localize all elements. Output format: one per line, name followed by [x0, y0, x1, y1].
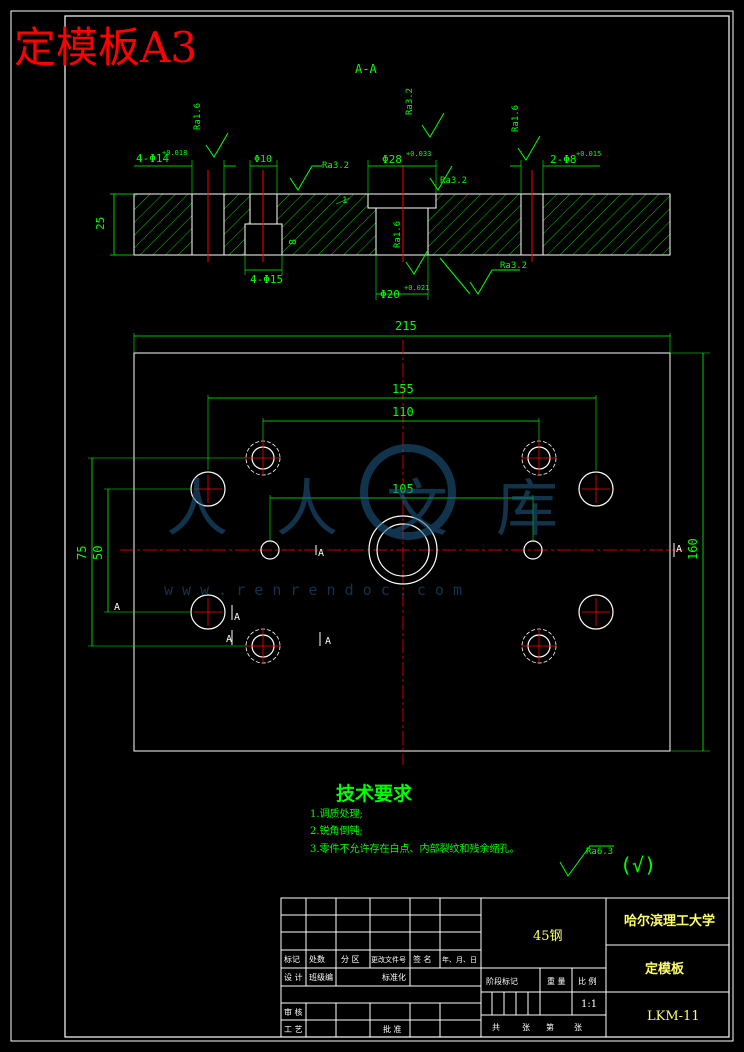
requirement-item-1: 1.调质处理; — [310, 808, 363, 820]
requirement-item-2: 2.锐角倒钝; — [310, 824, 363, 837]
technical-requirements: 技术要求 1.调质处理; 2.锐角倒钝; 3.零件不允许存在白点、内部裂纹和残余… — [310, 782, 656, 877]
pin-hole-right — [523, 540, 543, 560]
dim-75: 75 — [75, 546, 89, 560]
center-bore-cut — [376, 208, 428, 255]
watermark: 人人文库 w w w . r e n r e n d o c . c o m — [164, 444, 606, 599]
header-mark: 标记 — [284, 954, 300, 964]
requirements-heading: 技术要求 — [336, 782, 413, 805]
section-mark-a2: A — [676, 544, 682, 555]
header-process: 工 艺 — [284, 1025, 303, 1034]
title-block-text: 45钢 哈尔滨理工大学 定模板 LKM-11 1:1 标记 处数 分 区 更改文… — [284, 913, 715, 1034]
dim-width: 215 — [395, 319, 417, 333]
dim-small-bore: Φ10 — [254, 154, 272, 165]
header-check: 审 核 — [284, 1007, 303, 1017]
ra-paren: (√) — [620, 853, 656, 877]
dim-center-bottom-tol: +0.021 — [404, 284, 429, 292]
header-zone: 分 区 — [341, 955, 360, 964]
dim-center-top-tol: +0.033 — [406, 150, 431, 158]
title-block — [280, 897, 730, 1038]
center-bore-outer — [368, 515, 438, 585]
header-weight: 重 量 — [547, 976, 566, 986]
sheet-title: 定模板A3 — [14, 23, 197, 72]
dim-left-holes: 4-Φ14 — [136, 152, 169, 165]
roughness-symbols — [205, 112, 541, 295]
ra-top-left: Ra1.6 — [193, 103, 203, 130]
general-roughness-symbol — [559, 845, 614, 877]
header-sign: 签 名 — [413, 954, 432, 964]
dim-right-holes-tol: +0.015 — [576, 150, 601, 158]
scale-value: 1:1 — [581, 999, 597, 1010]
section-mark-a6: A — [325, 636, 331, 647]
header-approve: 批 准 — [383, 1024, 402, 1034]
dim-center-top: Φ28 — [382, 153, 402, 166]
section-mark-a4: A — [234, 612, 240, 623]
watermark-logo — [360, 444, 456, 540]
dim-105: 105 — [392, 482, 414, 496]
footer-no: 第 — [546, 1022, 554, 1032]
center-top-cut — [368, 194, 436, 208]
footer-sheet2: 张 — [574, 1023, 582, 1032]
header-date: 年、月、日 — [442, 955, 477, 964]
header-change: 更改文件号 — [371, 955, 406, 964]
part-name: 定模板 — [644, 961, 685, 977]
dim-chamfer: 1 — [342, 196, 347, 206]
outer-border — [10, 10, 734, 1042]
dim-counterbore: 4-Φ15 — [250, 273, 283, 286]
material: 45钢 — [533, 929, 563, 944]
header-design: 设 计 — [284, 972, 303, 982]
section-marks — [231, 543, 675, 646]
ra-bottom: Ra3.2 — [500, 261, 527, 271]
header-standard: 标准化 — [382, 972, 406, 982]
drawing-number: LKM-11 — [647, 1009, 700, 1024]
section-label: A-A — [355, 62, 377, 76]
dim-thickness: 25 — [94, 217, 107, 230]
ra-mid-right: Ra3.2 — [440, 176, 467, 186]
dim-left-holes-tol: +0.018 — [162, 149, 187, 157]
section-mark-a5: A — [226, 634, 232, 645]
guide-hole-marks — [194, 475, 610, 626]
ra-general: Ra6.3 — [586, 847, 613, 857]
dim-height: 160 — [686, 538, 700, 560]
section-view: 25 4-Φ14 +0.018 Φ10 Φ28 +0.033 2-Φ8 +0.0… — [94, 88, 671, 301]
requirement-item-3: 3.零件不允许存在白点、内部裂纹和残余缩孔。 — [310, 842, 520, 855]
dim-counterbore-depth: 8 — [288, 239, 299, 245]
ra-top-middle: Ra3.2 — [405, 88, 415, 115]
plan-view: 215 160 155 110 105 75 50 — [75, 319, 710, 765]
dim-110: 110 — [392, 405, 414, 419]
ra-bore: Ra1.6 — [393, 221, 403, 248]
ra-top-right: Ra1.6 — [511, 105, 521, 132]
screw-hole-marks — [246, 441, 556, 663]
header-count: 处数 — [309, 954, 325, 964]
ra-mid-left: Ra3.2 — [322, 161, 349, 171]
guide-holes — [190, 471, 614, 630]
section-mark-a3: A — [114, 602, 120, 613]
footer-sheet: 张 — [522, 1023, 530, 1032]
header-scale: 比 例 — [578, 976, 597, 986]
center-bore-inner — [376, 523, 430, 577]
plate-outline — [133, 352, 671, 752]
dim-155: 155 — [392, 382, 414, 396]
section-mark-a1: A — [318, 548, 324, 559]
dim-center-bottom: Φ20 — [380, 288, 400, 301]
footer-total: 共 — [492, 1023, 500, 1032]
school-name: 哈尔滨理工大学 — [624, 913, 715, 929]
header-stage: 阶段标记 — [486, 976, 518, 986]
watermark-url: w w w . r e n r e n d o c . c o m — [164, 581, 462, 599]
dim-right-holes: 2-Φ8 — [550, 153, 577, 166]
pin-hole-left — [260, 540, 280, 560]
dim-50: 50 — [91, 546, 105, 560]
watermark-text: 人人文库 — [166, 472, 606, 545]
header-designer: 班级编 — [309, 972, 333, 982]
